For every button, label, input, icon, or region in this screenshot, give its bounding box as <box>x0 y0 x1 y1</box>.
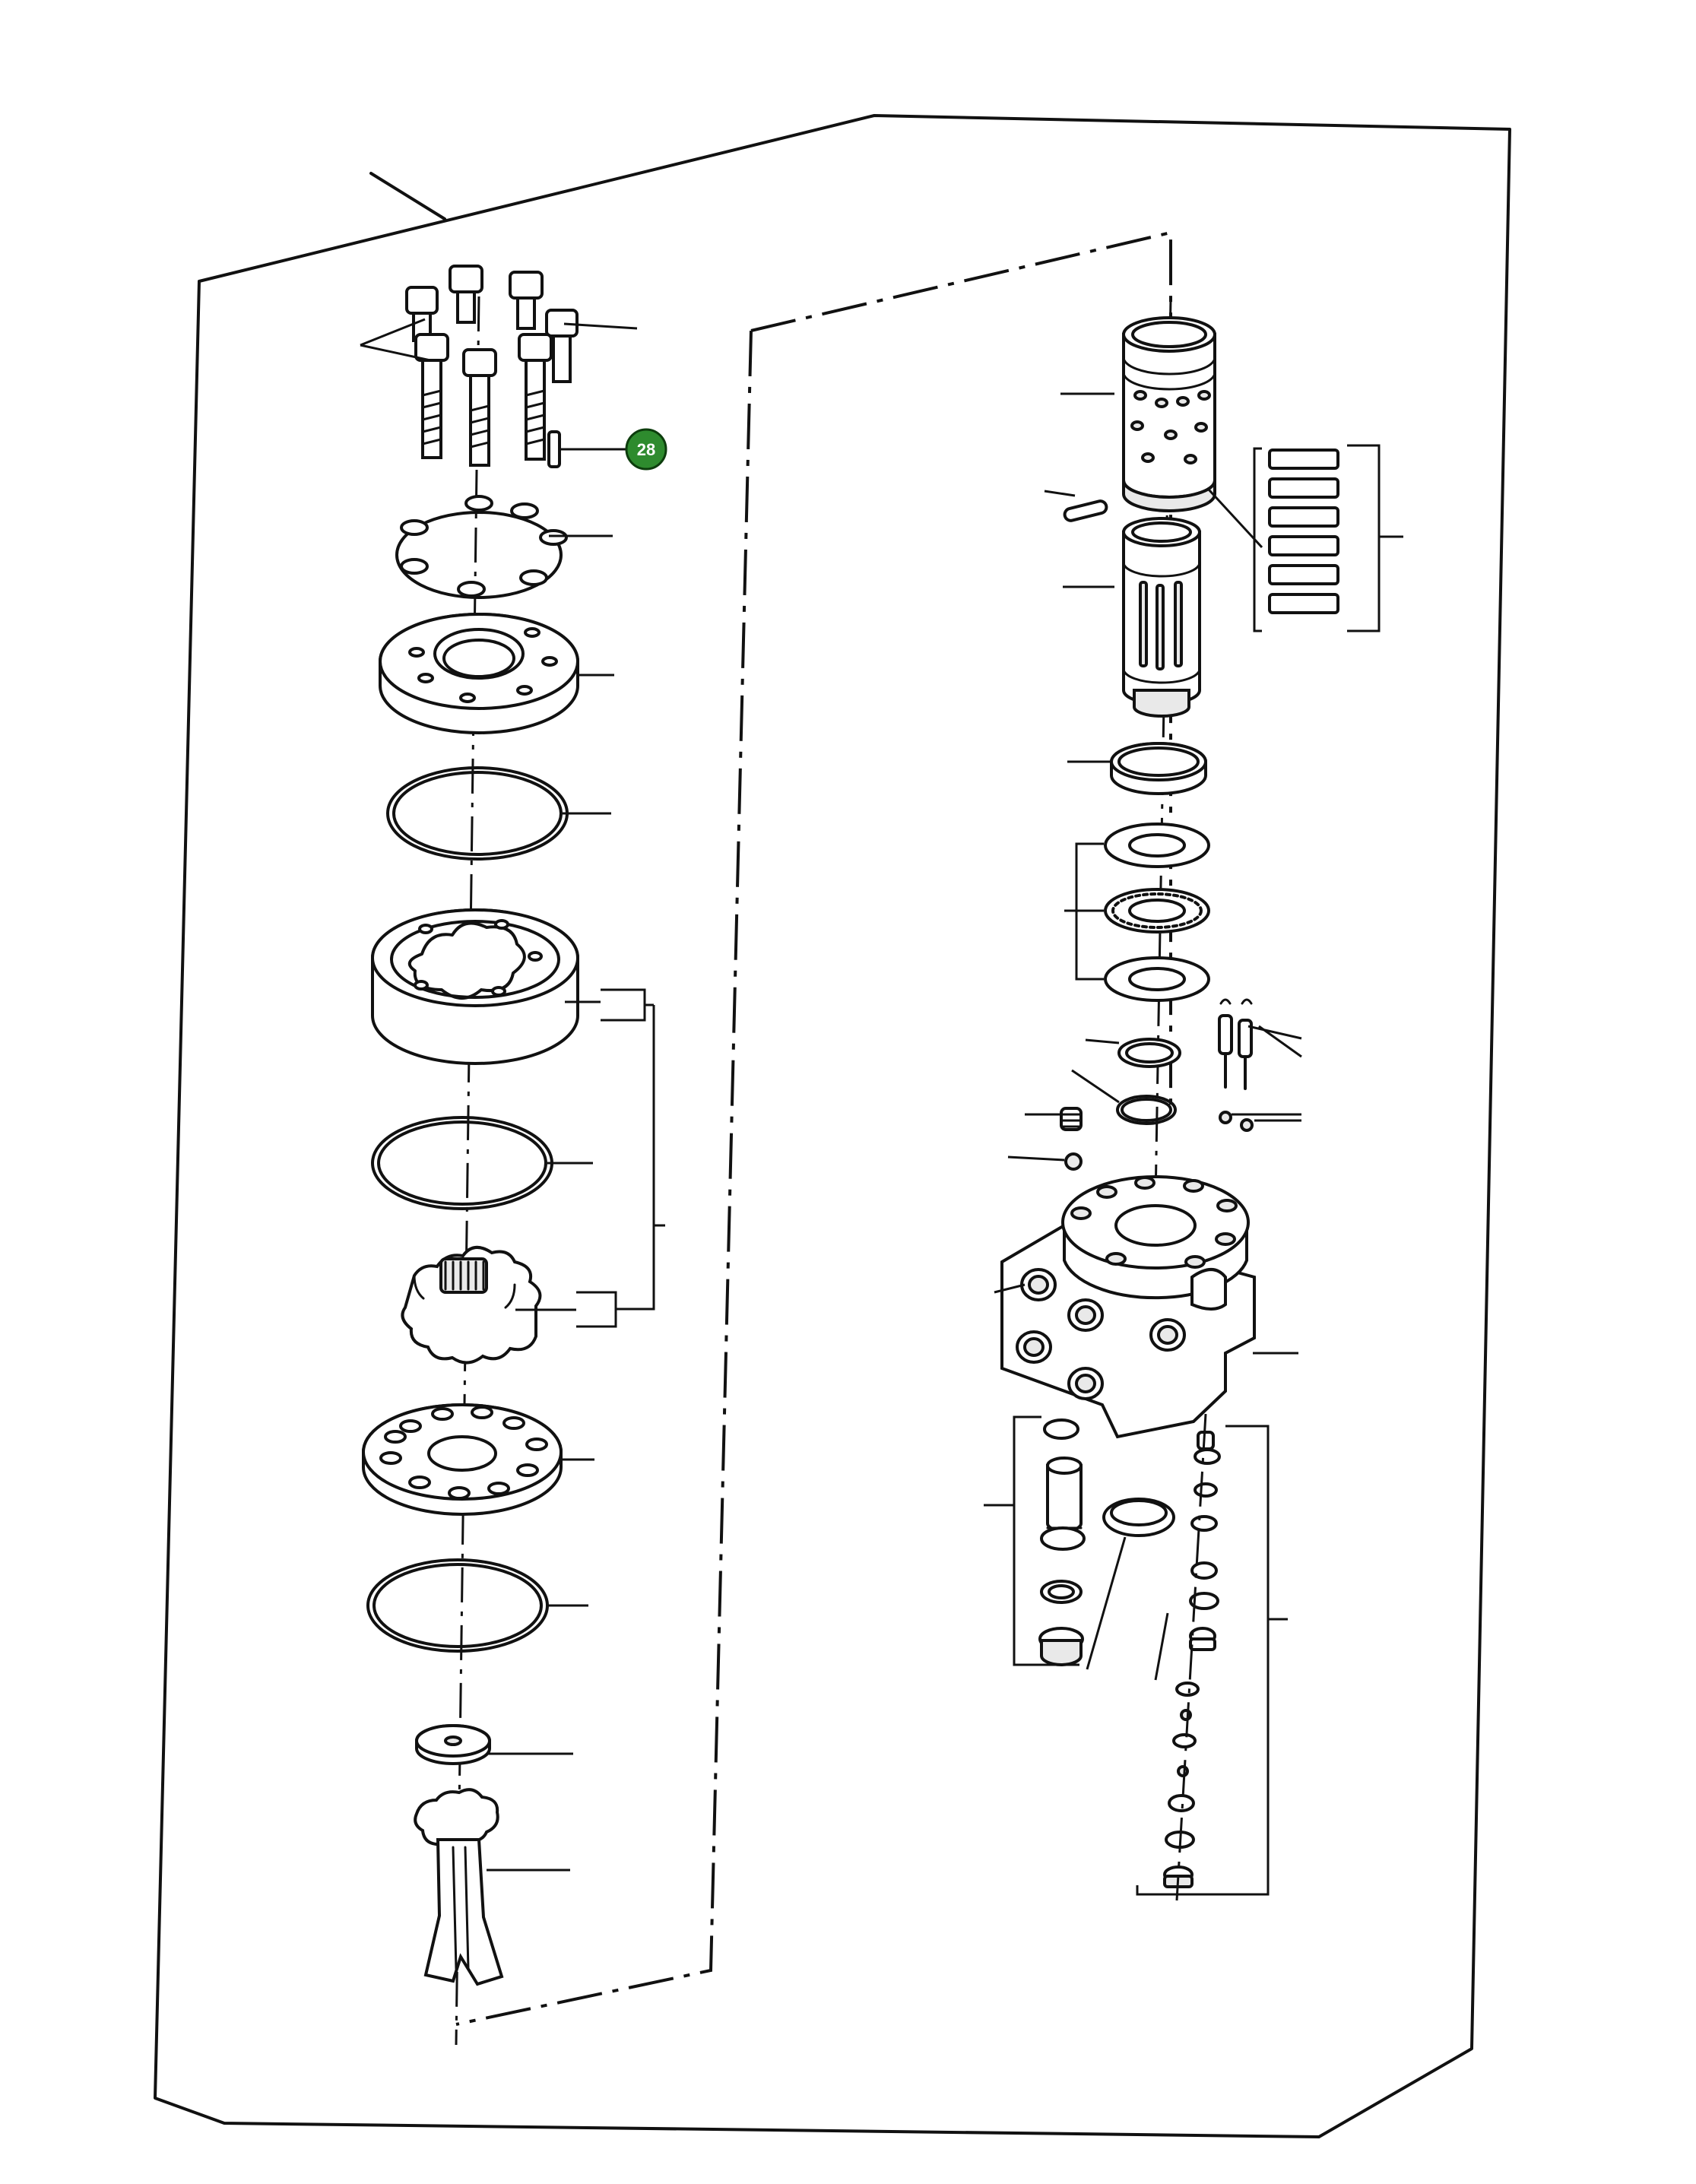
o-ring-small <box>1116 1095 1177 1125</box>
relief-valve-cartridge <box>1038 1418 1086 1666</box>
cross-pin <box>1063 499 1108 522</box>
bolt <box>405 286 439 342</box>
check-ball <box>1064 1152 1083 1171</box>
thrust-washer-lower <box>1104 956 1210 1002</box>
gerotor-stator <box>371 908 579 1065</box>
valve-sleeve <box>1122 316 1216 512</box>
bolt <box>449 265 483 324</box>
bolt <box>462 348 497 467</box>
thrust-washer-upper <box>1104 823 1210 868</box>
o-ring-inner <box>392 771 563 856</box>
valve-housing <box>1000 1175 1256 1439</box>
o-ring <box>371 1116 553 1210</box>
seal-ring-small <box>1117 1038 1181 1068</box>
callout-badge-circle[interactable] <box>625 428 667 471</box>
end-cap-plate <box>379 613 579 734</box>
dowel-pin <box>547 430 561 468</box>
thrust-bearing <box>1104 888 1210 934</box>
shaft-seal <box>1102 1498 1175 1537</box>
check-spring <box>1060 1107 1083 1131</box>
seal-ring-set <box>395 495 568 599</box>
o-ring-inner <box>372 1563 543 1648</box>
bearing-race <box>1110 742 1207 795</box>
bolt <box>518 333 553 461</box>
callout-badge-28[interactable]: 28 <box>625 428 667 471</box>
outer-frame <box>154 114 1511 2138</box>
gerotor-rotor <box>401 1246 542 1365</box>
bolt-set <box>405 265 579 468</box>
left-axis-line <box>455 296 480 2046</box>
valve-spool <box>1122 517 1201 718</box>
bolt <box>545 309 579 383</box>
o-ring-inner <box>377 1121 547 1206</box>
callout-badge-label: 28 <box>637 440 655 459</box>
valve-plate <box>362 1403 563 1516</box>
centering-springs <box>1253 444 1381 632</box>
bolt <box>509 271 544 330</box>
relief-valve-pins <box>1218 998 1254 1132</box>
bolt <box>414 333 449 459</box>
drive-shaft <box>414 1788 504 1986</box>
o-ring <box>386 766 569 861</box>
o-ring <box>366 1558 549 1653</box>
spacer-washer <box>415 1724 491 1765</box>
